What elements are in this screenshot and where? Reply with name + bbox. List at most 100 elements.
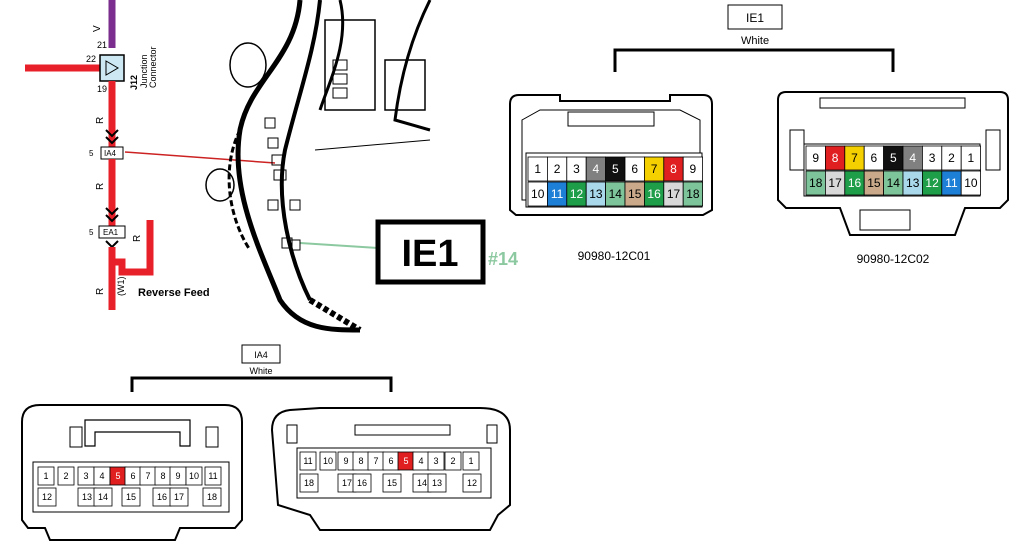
ie1-left-pin-3-label: 3	[573, 162, 580, 176]
ia4-right-pin-9-label: 9	[343, 456, 348, 466]
ie1-callout-box	[375, 219, 486, 285]
ia4-right-pin-10-label: 10	[323, 456, 333, 466]
ie1-right-pin-6-label: 6	[871, 151, 878, 165]
j12-pin-left: 22	[86, 54, 96, 64]
ea1-pin-number: 5	[89, 228, 94, 237]
ie1-color: White	[741, 35, 769, 47]
harness-illustration	[205, 0, 432, 333]
callout-number: #14	[488, 249, 518, 269]
ie1-right-pin-1-label: 1	[968, 151, 975, 165]
ie1-left-pin-13-label: 13	[589, 187, 603, 201]
ie1-left-pin-14-label: 14	[609, 187, 623, 201]
ie1-title: IE1	[746, 11, 764, 25]
harness-bundle-4	[393, 0, 432, 132]
ie1-left-pin-18-label: 18	[686, 187, 700, 201]
ia4-right-pin-12-cell	[462, 473, 482, 493]
connector-chevron-ea1-bottom	[105, 240, 119, 249]
ia4-right-pin-2-cell	[444, 451, 462, 471]
connector-sketch-3	[271, 154, 285, 166]
ia4-left-pin-14-cell	[93, 487, 113, 507]
connector-sketch-1	[264, 117, 276, 129]
ia4-left-latch	[84, 419, 191, 447]
ia4-right-pin-2-label: 2	[450, 456, 455, 466]
wire-label-w1: (W1)	[116, 277, 126, 297]
ia4-left-pin-16-label: 16	[157, 492, 167, 502]
ie1-right-latch	[859, 209, 911, 231]
ia4-left-pin-15-cell	[121, 487, 141, 507]
ie1-left-inner-shell	[521, 109, 701, 201]
ia4-right-pin-15-label: 15	[387, 478, 397, 488]
ia4-left-pin-9-label: 9	[175, 471, 180, 481]
ia4-left-pin-11-label: 11	[208, 471, 217, 481]
ia4-right-pin-11-label: 11	[303, 456, 312, 466]
ie1-left-pin-15-label: 15	[628, 187, 642, 201]
ia4-right-pin-16-label: 16	[357, 478, 367, 488]
relay-sketch	[229, 42, 267, 88]
ia4-left-key-1	[69, 426, 83, 448]
ie1-right-key	[819, 97, 966, 109]
panel-edge-sketch	[314, 139, 431, 151]
ie1-right-pin-15-label: 15	[867, 176, 881, 190]
j12-pin-top: 21	[97, 40, 107, 50]
ie1-leader-line	[299, 242, 379, 249]
wire-label-r-side: R	[132, 235, 143, 242]
ia4-left-pin-18-cell	[202, 487, 222, 507]
harness-main-bundle	[235, 0, 361, 333]
ia4-connector-label: IA4	[104, 149, 117, 158]
ie1-right-pin-5-label: 5	[890, 151, 897, 165]
ie1-right-pin-2-label: 2	[948, 151, 955, 165]
ia4-right-key	[354, 424, 451, 436]
ie1-left-part-number: 90980-12C01	[578, 249, 651, 263]
ia4-right-pin-18-cell	[299, 473, 319, 493]
ie1-left-pin-1-label: 1	[534, 162, 541, 176]
junction-symbol	[105, 60, 119, 76]
schematic: V 21 22 J12 Junction Connector 19 R IA4 …	[25, 0, 379, 310]
ia4-left-pin-2-label: 2	[63, 471, 68, 481]
ie1-right-pin-1-cell	[960, 145, 982, 171]
ia4-right-pin-5-label: 5	[403, 456, 408, 466]
ia4-leader-line	[124, 151, 276, 164]
connector-chevron-ia4-top	[105, 129, 119, 145]
ie1-left-pin-12-label: 12	[570, 187, 584, 201]
j12-label: J12	[129, 75, 139, 90]
ia4-right-pin-17-label: 17	[342, 478, 352, 488]
ia4-right-pin-12-label: 12	[467, 478, 477, 488]
ia4-right-pin-10-cell	[319, 451, 337, 471]
ia4-left-pin-11-cell	[204, 466, 222, 486]
ia4-right-pin-4-label: 4	[418, 456, 423, 466]
ia4-color: White	[249, 366, 272, 376]
ie1-left-pin-6-label: 6	[631, 162, 638, 176]
ia4-right-pin-13-label: 13	[432, 478, 442, 488]
ia4-left-pin-6-label: 6	[130, 471, 135, 481]
ie1-right-pin-7-label: 7	[851, 151, 858, 165]
ie1-right-part-number: 90980-12C02	[857, 252, 930, 266]
ia4-left-pin-13-label: 13	[82, 492, 92, 502]
relay-sketch-2	[205, 168, 235, 202]
ia4-left-pin-1-cell	[37, 466, 55, 486]
ia4-right-pin-14-label: 14	[417, 478, 427, 488]
connector-sketch-8	[289, 239, 301, 251]
ie1-right-pin-14-label: 14	[887, 176, 901, 190]
ia4-left-pin-3-label: 3	[83, 471, 88, 481]
connector-sketch-2	[267, 137, 279, 149]
harness-bundle-2	[279, 0, 322, 301]
ia4-left-pin-10-cell	[185, 466, 203, 486]
ia4-left-pin-17-label: 17	[174, 492, 184, 502]
wire-label-r2: R	[95, 183, 106, 190]
ie1-left-latch	[567, 111, 655, 127]
ie1-right-pin-10-cell	[960, 170, 982, 196]
ia4-pin-number: 5	[89, 149, 94, 158]
harness-braid	[227, 129, 252, 251]
module-sketch	[384, 59, 426, 111]
connector-sketch-5	[267, 199, 279, 211]
ia4-left-pin-12-cell	[37, 487, 57, 507]
ia4-right-clip-left	[286, 424, 298, 444]
ie1-left-pin-2-label: 2	[554, 162, 561, 176]
ia4-bracket	[130, 376, 393, 392]
ie1-left-pin-5-label: 5	[612, 162, 619, 176]
wire-label-r3: R	[95, 288, 106, 295]
